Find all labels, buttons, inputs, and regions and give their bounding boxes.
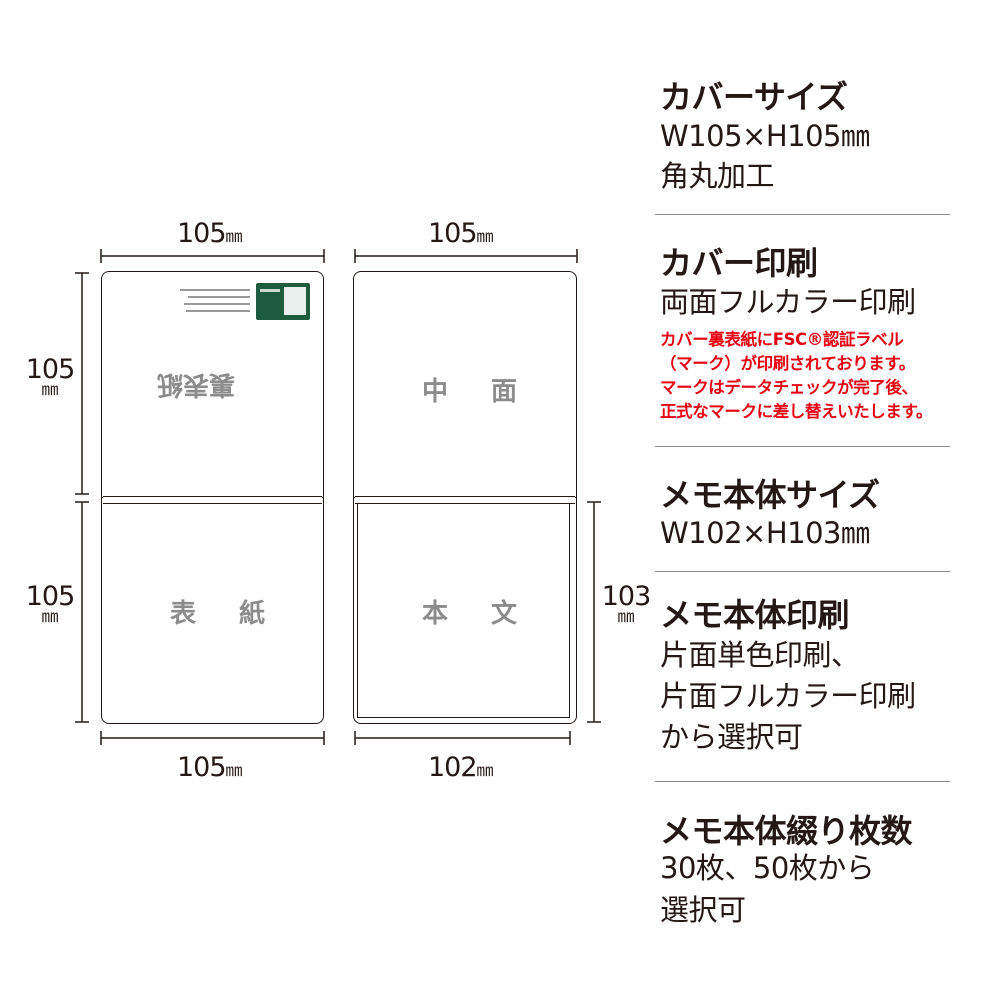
divider xyxy=(655,781,950,782)
spec-sheets-line: 選択可 xyxy=(660,893,746,927)
spec-cover-print-note: カバー裏表紙にFSC®認証ラベル xyxy=(660,330,904,349)
memo-body-panel xyxy=(357,503,570,718)
spec-sheets-line: 30枚、50枚から xyxy=(660,851,875,885)
text-label: 本 文 xyxy=(422,599,526,629)
spec-body-print-title: メモ本体印刷 xyxy=(660,596,850,634)
spec-body-print-line: 片面単色印刷、 xyxy=(660,638,860,672)
divider xyxy=(655,214,950,215)
spec-cover-print-note: 正式なマークに差し替えいたします。 xyxy=(660,402,933,421)
cover-front-panel xyxy=(101,497,324,724)
front-cover-label: 表 紙 xyxy=(170,599,274,629)
spec-cover-size-line: W105×H105㎜ xyxy=(660,119,870,153)
spec-body-size-line: W102×H103㎜ xyxy=(660,516,870,550)
spec-cover-size-title: カバーサイズ xyxy=(660,78,848,116)
spec-sheets-title: メモ本体綴り枚数 xyxy=(660,812,913,850)
inside-label: 中 面 xyxy=(422,377,526,407)
spec-body-size-title: メモ本体サイズ xyxy=(660,476,880,514)
fsc-small-text xyxy=(188,296,250,298)
spec-body-print-line: 片面フルカラー印刷 xyxy=(660,679,916,713)
spec-cover-print-note: マークはデータチェックが完了後、 xyxy=(660,378,918,397)
back-cover-label: 裏表紙 xyxy=(157,369,236,399)
spec-cover-print-line: 両面フルカラー印刷 xyxy=(660,285,916,319)
divider xyxy=(655,571,950,572)
cover-inside-panel xyxy=(353,271,577,500)
dim-body-width-top: 105㎜ xyxy=(428,218,494,249)
spec-cover-size-line: 角丸加工 xyxy=(660,159,775,193)
spec-cover-print-title: カバー印刷 xyxy=(660,244,818,282)
fold-line-cover xyxy=(103,496,322,504)
dim-cover-width-top: 105㎜ xyxy=(177,218,243,249)
fsc-small-text xyxy=(186,310,250,312)
fsc-label-icon xyxy=(256,283,310,320)
dim-cover-width-bottom: 105㎜ xyxy=(177,752,243,783)
dim-body-width-bottom: 102㎜ xyxy=(428,752,494,783)
fsc-small-text xyxy=(180,289,250,291)
fsc-small-text xyxy=(184,303,250,305)
spec-cover-print-note: （マーク）が印刷されております。 xyxy=(660,354,915,373)
spec-body-print-line: から選択可 xyxy=(660,720,803,754)
divider xyxy=(655,446,950,447)
